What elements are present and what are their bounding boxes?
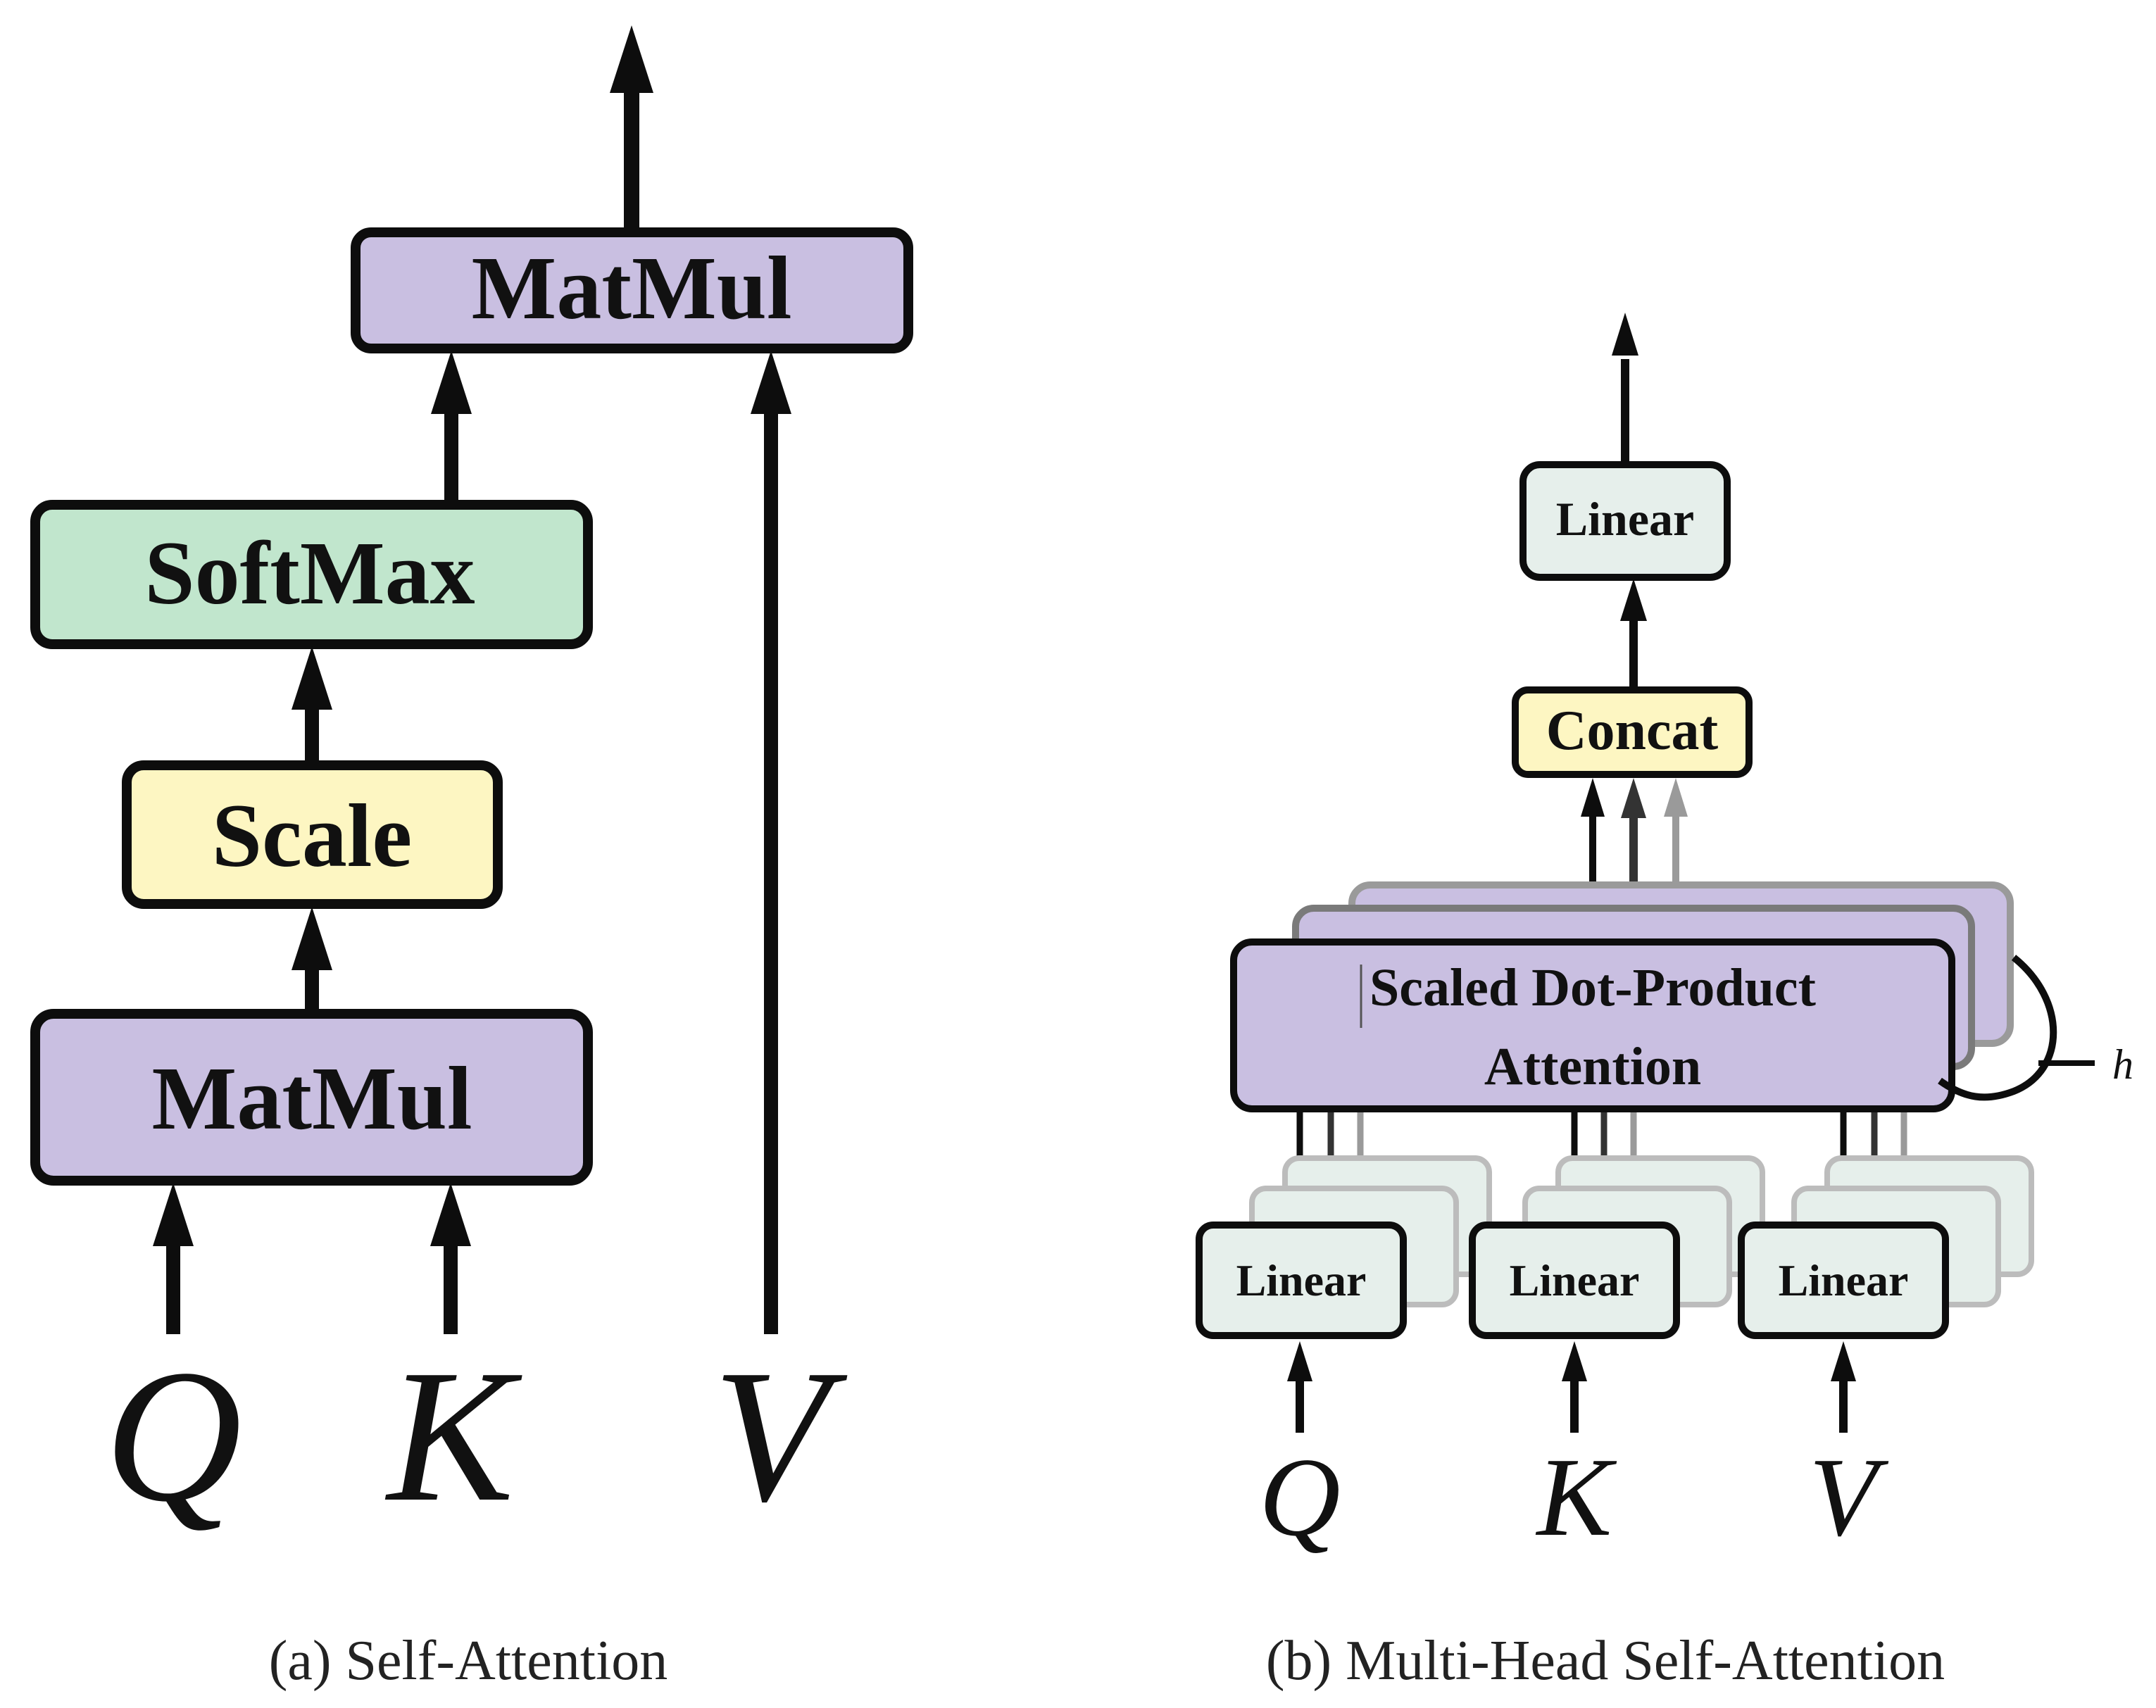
mh-output-arrow [1612,313,1638,465]
v-to-matmul-arrow [751,351,791,1334]
mh-q-arrow [1287,1341,1312,1433]
scale-box: Scale [122,760,503,909]
concat-box: Concat [1512,686,1753,778]
mh-v-label: V [1809,1434,1889,1559]
head-count-bracket: h [1938,955,2133,1101]
linear-k-label: Linear [1510,1255,1640,1305]
linear-stack-k: Linear [1469,1155,1765,1339]
bottom-matmul-label: MatMul [152,1048,472,1148]
concat-label: Concat [1546,700,1719,762]
mh-q-label: Q [1259,1434,1341,1559]
top-matmul-box: MatMul [351,227,913,353]
mh-top-linear-box: Linear [1519,461,1731,581]
bottom-matmul-box: MatMul [30,1009,593,1186]
q-to-matmul-arrow [153,1183,194,1334]
attention-label-line1: Scaled Dot-Product [1370,958,1816,1017]
output-arrow [610,25,653,232]
linear-q-label: Linear [1236,1255,1367,1305]
scale-to-softmax-arrow [292,646,332,764]
k-to-matmul-arrow [430,1183,471,1334]
attention-label-line2: Attention [1484,1037,1701,1096]
mh-k-arrow [1562,1341,1587,1433]
softmax-box: SoftMax [30,500,593,649]
matmul-to-scale-arrow [292,907,332,1014]
mh-k-label: K [1536,1434,1617,1559]
multi-head-attention-panel: Linear Concat [1196,313,2133,1692]
softmax-to-matmul-arrow [431,351,472,501]
left-caption: (a) Self-Attention [269,1630,668,1692]
q-input-label: Q [105,1331,242,1541]
v-input-label: V [713,1331,850,1541]
linear-stack-v: Linear [1738,1155,2034,1339]
k-input-label: K [384,1331,524,1541]
head-arrow-3 [1664,778,1688,887]
linear-v-label: Linear [1779,1255,1909,1305]
linear-stack-q: Linear [1196,1155,1492,1339]
right-caption: (b) Multi-Head Self-Attention [1266,1630,1945,1692]
scale-label: Scale [212,786,412,886]
mh-top-linear-label: Linear [1556,492,1694,546]
scaled-dot-product-attention-box: Scaled Dot-Product Attention [1230,938,1955,1112]
mh-v-arrow [1831,1341,1856,1433]
self-attention-panel: MatMul SoftMax Scale [30,25,913,1692]
softmax-label: SoftMax [144,523,475,623]
head-count-label: h [2112,1041,2133,1088]
concat-to-linear-arrow [1620,579,1647,690]
top-matmul-label: MatMul [472,238,792,338]
